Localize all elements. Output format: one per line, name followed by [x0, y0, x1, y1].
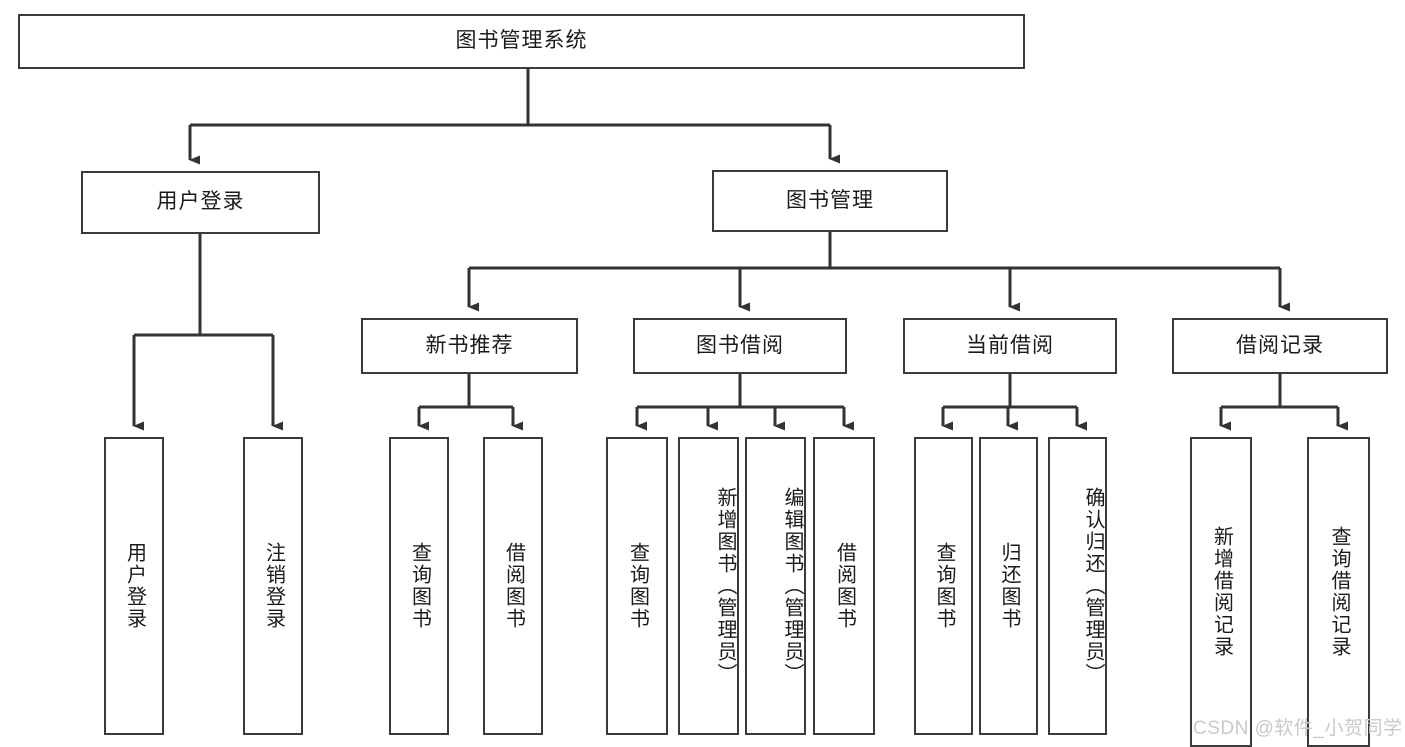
node-leaf-user-logout[interactable]: 注销登录 — [243, 437, 303, 735]
node-user-login[interactable]: 用户登录 — [81, 171, 320, 234]
node-book-borrow[interactable]: 图书借阅 — [633, 318, 847, 374]
node-leaf-borrow-book-2[interactable]: 借阅图书 — [813, 437, 875, 735]
node-leaf-edit-book-label: 编辑图书（管理员） — [781, 487, 803, 685]
node-leaf-add-book-label: 新增图书（管理员） — [714, 487, 736, 685]
node-leaf-query-book-1-label: 查询图书 — [408, 542, 431, 630]
node-leaf-query-book-2-label: 查询图书 — [626, 542, 649, 630]
node-leaf-add-book[interactable]: 新增图书（管理员） — [678, 437, 739, 735]
node-leaf-query-record[interactable]: 查询借阅记录 — [1307, 437, 1370, 747]
node-leaf-return-book-label: 归还图书 — [998, 542, 1020, 630]
node-leaf-query-book-2[interactable]: 查询图书 — [606, 437, 668, 735]
node-book-manage[interactable]: 图书管理 — [712, 170, 948, 232]
node-leaf-borrow-book-1[interactable]: 借阅图书 — [483, 437, 543, 735]
node-root[interactable]: 图书管理系统 — [18, 14, 1025, 69]
node-book-borrow-label: 图书借阅 — [696, 333, 784, 357]
node-leaf-confirm-return-label: 确认归还（管理员） — [1082, 487, 1104, 685]
node-leaf-query-record-label: 查询借阅记录 — [1328, 526, 1350, 658]
node-leaf-user-logout-label: 注销登录 — [262, 542, 285, 630]
node-leaf-borrow-book-1-label: 借阅图书 — [502, 542, 525, 630]
node-new-book-recommend-label: 新书推荐 — [425, 333, 514, 357]
node-borrow-record-label: 借阅记录 — [1236, 333, 1324, 357]
node-leaf-borrow-book-2-label: 借阅图书 — [833, 542, 856, 630]
node-leaf-query-book-3[interactable]: 查询图书 — [914, 437, 973, 735]
node-leaf-confirm-return[interactable]: 确认归还（管理员） — [1048, 437, 1107, 735]
node-new-book-recommend[interactable]: 新书推荐 — [361, 318, 578, 374]
node-leaf-query-book-3-label: 查询图书 — [933, 542, 955, 630]
node-book-manage-label: 图书管理 — [786, 188, 874, 212]
node-leaf-user-login-label: 用户登录 — [123, 542, 146, 630]
node-current-borrow[interactable]: 当前借阅 — [903, 318, 1117, 374]
node-leaf-edit-book[interactable]: 编辑图书（管理员） — [745, 437, 806, 735]
node-user-login-label: 用户登录 — [156, 190, 245, 214]
node-leaf-add-record[interactable]: 新增借阅记录 — [1190, 437, 1252, 747]
csdn-watermark: CSDN @软件_小贺同学 — [1193, 718, 1403, 739]
node-leaf-add-record-label: 新增借阅记录 — [1210, 526, 1233, 658]
node-leaf-query-book-1[interactable]: 查询图书 — [389, 437, 449, 735]
node-leaf-return-book[interactable]: 归还图书 — [979, 437, 1038, 735]
node-current-borrow-label: 当前借阅 — [966, 333, 1054, 357]
node-borrow-record[interactable]: 借阅记录 — [1172, 318, 1388, 374]
node-root-label: 图书管理系统 — [455, 29, 588, 53]
node-leaf-user-login[interactable]: 用户登录 — [104, 437, 164, 735]
